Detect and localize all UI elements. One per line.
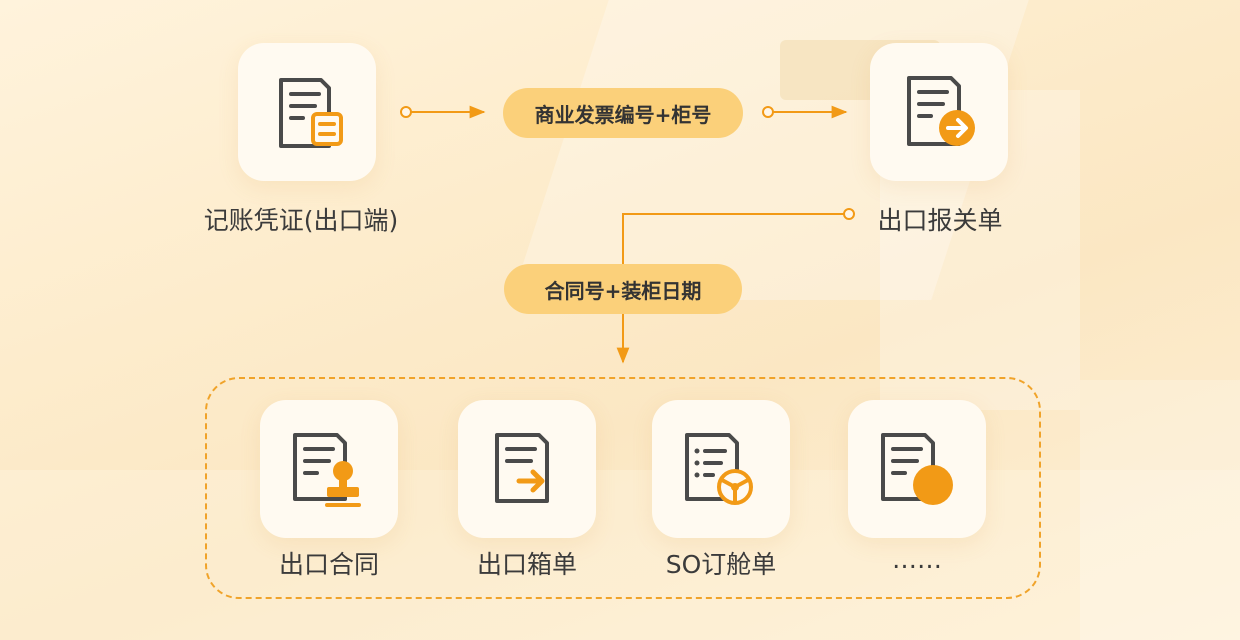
contract-card	[260, 400, 398, 538]
edge-label-contract-date: 合同号+装柜日期	[504, 264, 742, 314]
declaration-card	[870, 43, 1008, 181]
document-ticket-icon	[279, 78, 343, 148]
document-ship-wheel-icon	[685, 433, 753, 505]
declaration-label: 出口报关单	[877, 206, 1003, 235]
more-label: ……	[892, 545, 942, 574]
voucher-card	[238, 43, 376, 181]
voucher-label: 记账凭证(出口端)	[203, 206, 399, 235]
so-booking-label: SO订舱单	[665, 550, 777, 579]
document-group-box	[205, 377, 1041, 599]
document-arrow-icon	[495, 433, 549, 503]
document-arrow-circle-icon	[907, 76, 975, 146]
packing-list-label: 出口箱单	[476, 550, 578, 579]
so-booking-card	[652, 400, 790, 538]
edge-pill-to-declaration	[762, 105, 848, 119]
edge-voucher-to-pill	[400, 105, 486, 119]
document-stamp-icon	[293, 433, 361, 507]
contract-label: 出口合同	[278, 550, 380, 579]
more-card	[848, 400, 986, 538]
packing-list-card	[458, 400, 596, 538]
document-dot-icon	[881, 433, 953, 505]
edge-label-invoice-container: 商业发票编号+柜号	[503, 88, 743, 138]
